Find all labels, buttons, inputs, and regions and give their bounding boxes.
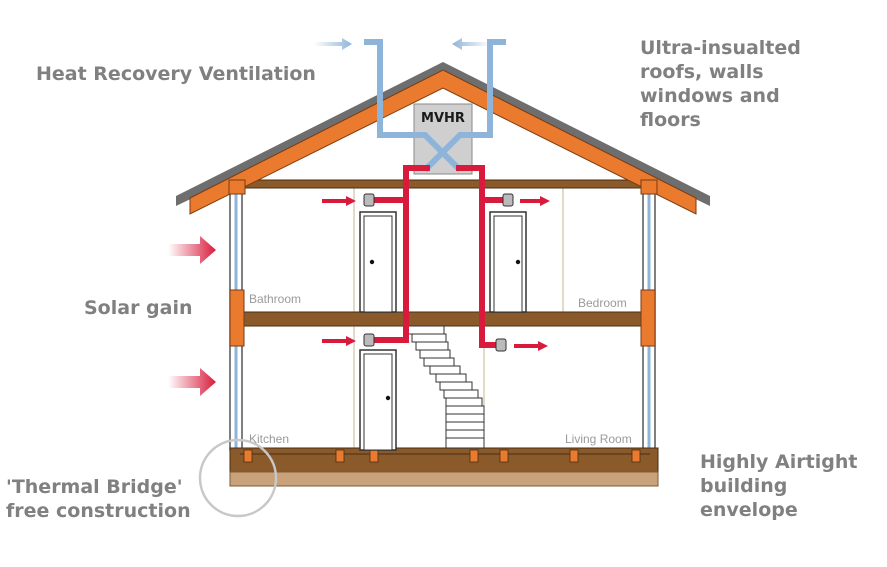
room-label-living-room: Living Room [565, 432, 632, 446]
ground-floor [229, 447, 659, 487]
attic-floor [242, 179, 644, 189]
airflow-arrows [322, 196, 550, 351]
first-floor-slab [237, 311, 649, 327]
room-label-kitchen: Kitchen [249, 432, 289, 446]
air-vents [363, 193, 514, 352]
room-label-bathroom: Bathroom [249, 292, 301, 306]
solar-gain-label: Solar gain [84, 297, 193, 319]
first-floor-insulation-right [640, 289, 656, 347]
supply-ducts [370, 165, 505, 348]
sun-arrow-lower [168, 368, 216, 396]
thermal-bridge-circle [198, 438, 278, 518]
sun-arrow-upper [168, 236, 216, 264]
first-floor-insulation-left [229, 289, 245, 347]
door-bathroom [359, 211, 397, 313]
airtight-envelope-label: Highly Airtight building envelope [700, 451, 858, 521]
mvhr-label: MVHR [421, 111, 465, 126]
room-label-bedroom: Bedroom [578, 296, 627, 310]
heat-recovery-ventilation-label: Heat Recovery Ventilation [36, 63, 316, 85]
spiral-staircase [407, 325, 485, 449]
outside-air-arrows [314, 38, 490, 50]
fresh-air-ducts [364, 39, 506, 173]
roof [176, 62, 710, 215]
door-bedroom [489, 211, 527, 313]
ultra-insulated-label: Ultra-insualted roofs, walls windows and… [640, 37, 801, 131]
thermal-bridge-label: 'Thermal Bridge' free construction [6, 476, 191, 522]
mvhr-unit: MVHR [413, 103, 473, 175]
solar-gain-arrows [168, 236, 216, 396]
doors [359, 211, 527, 451]
door-kitchen [359, 349, 397, 451]
